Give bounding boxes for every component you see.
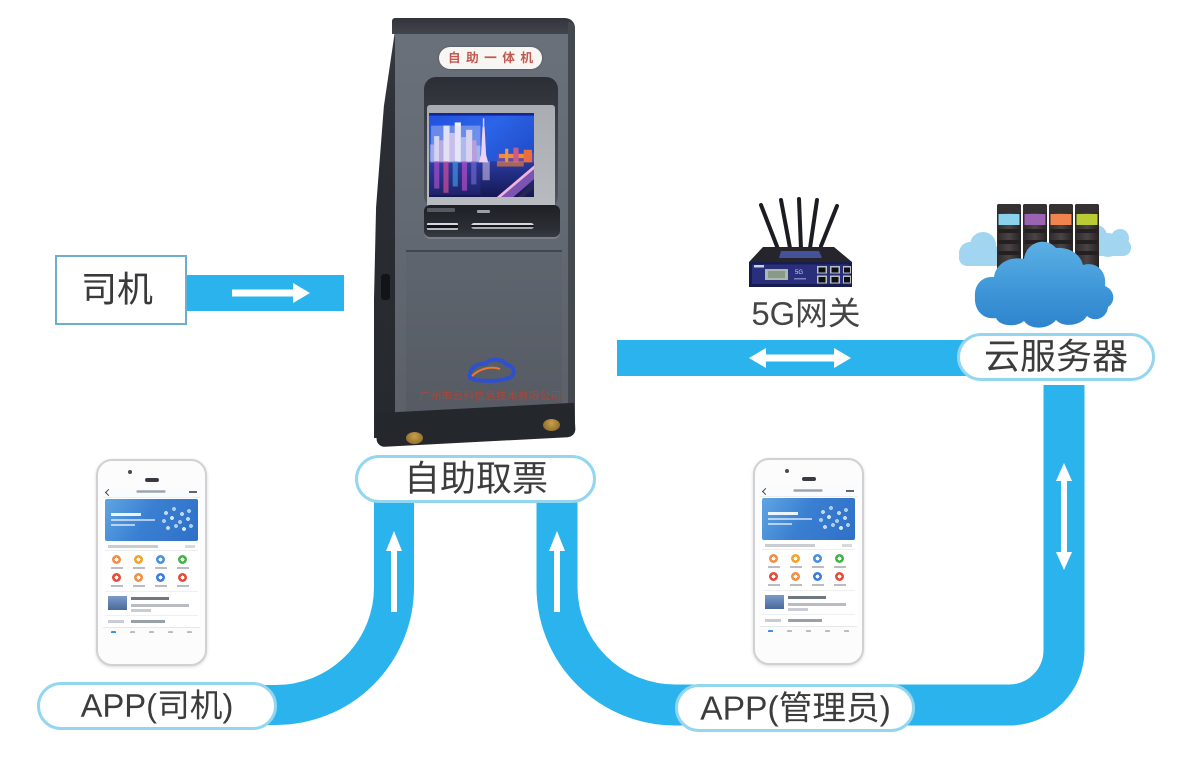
svg-text:5G: 5G (795, 270, 803, 276)
